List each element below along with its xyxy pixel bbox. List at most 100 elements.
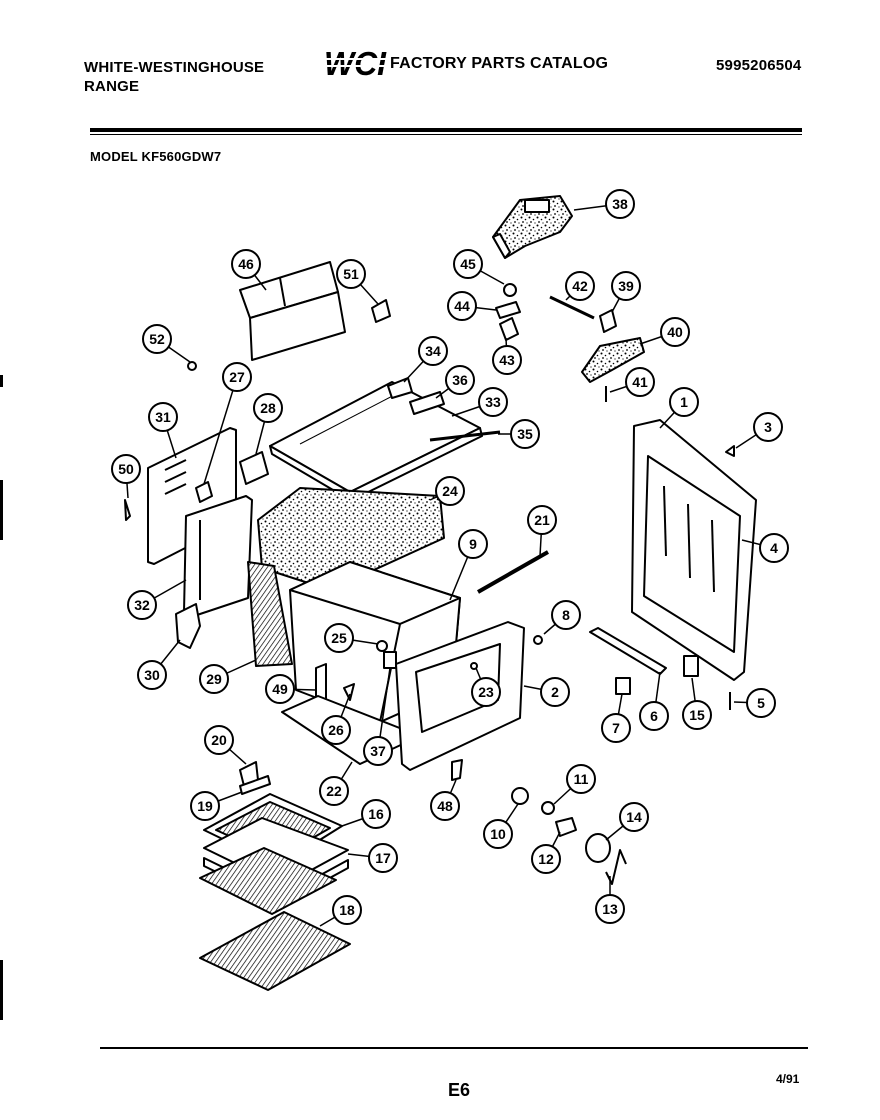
- part-38-bracket: [492, 195, 573, 259]
- callout-3: 3: [753, 412, 783, 442]
- part-30-bracket: [175, 603, 201, 649]
- part-12-valve: [555, 817, 577, 837]
- page-number: E6: [448, 1080, 471, 1100]
- scan-mark: [0, 375, 3, 387]
- callout-16: 16: [361, 799, 391, 829]
- part-51-clip: [371, 299, 391, 323]
- callout-label: 51: [343, 266, 359, 282]
- callout-33: 33: [478, 387, 508, 417]
- callout-circle: [265, 674, 295, 704]
- callout-42: 42: [565, 271, 595, 301]
- callout-label: 46: [238, 256, 254, 272]
- callout-label: 9: [469, 536, 477, 552]
- callout-18: 18: [332, 895, 362, 925]
- callout-27: 27: [222, 362, 252, 392]
- callout-51: 51: [336, 259, 366, 289]
- part-52-screw: [187, 361, 197, 371]
- callout-label: 1: [680, 394, 688, 410]
- callout-leader-27: [203, 376, 238, 485]
- callout-44: 44: [447, 291, 477, 321]
- callout-label: 39: [618, 278, 634, 294]
- callout-circle: [231, 249, 261, 279]
- callout-40: 40: [660, 317, 690, 347]
- callout-circle: [605, 189, 635, 219]
- callout-circle: [111, 454, 141, 484]
- part-13-wire: [605, 849, 627, 885]
- callout-circle: [222, 362, 252, 392]
- part-18-rack: [199, 911, 351, 991]
- part-10-knob: [511, 787, 529, 805]
- callout-35: 35: [510, 419, 540, 449]
- product-type: RANGE: [84, 78, 140, 95]
- part-36-bracket: [409, 391, 445, 415]
- part-28-bracket: [239, 451, 269, 485]
- callout-30: 30: [137, 660, 167, 690]
- callout-23: 23: [471, 677, 501, 707]
- callout-label: 40: [667, 324, 683, 340]
- part-21-rail: [477, 550, 549, 594]
- callout-label: 37: [370, 743, 386, 759]
- callout-label: 32: [134, 597, 150, 613]
- revision-date: 4/91: [776, 1072, 800, 1086]
- catalog-title: FACTORY PARTS CATALOG: [390, 55, 609, 72]
- part-3-clip: [725, 445, 735, 457]
- callout-circle: [660, 317, 690, 347]
- callout-label: 49: [272, 681, 288, 697]
- callout-circle: [199, 664, 229, 694]
- part-44-plate: [495, 301, 521, 319]
- callout-label: 26: [328, 722, 344, 738]
- callout-22: 22: [319, 776, 349, 806]
- callout-circle: [669, 387, 699, 417]
- scan-mark: [0, 480, 3, 540]
- callout-50: 50: [111, 454, 141, 484]
- callout-29: 29: [199, 664, 229, 694]
- part-43-bracket: [499, 317, 519, 341]
- callout-13: 13: [595, 894, 625, 924]
- callout-circle: [565, 271, 595, 301]
- callout-circle: [361, 799, 391, 829]
- callout-circle: [540, 677, 570, 707]
- callout-37: 37: [363, 736, 393, 766]
- callout-label: 15: [689, 707, 705, 723]
- part-6-rail: [589, 627, 667, 675]
- callout-circle: [190, 791, 220, 821]
- logo-text: WCI: [324, 46, 387, 80]
- callout-label: 35: [517, 426, 533, 442]
- callout-label: 10: [490, 826, 506, 842]
- callout-label: 17: [375, 850, 391, 866]
- callout-circle: [430, 791, 460, 821]
- callout-6: 6: [639, 701, 669, 731]
- part-23-clip: [470, 662, 478, 670]
- header-rule: [90, 128, 802, 132]
- part-37-socket: [383, 651, 397, 669]
- callout-label: 28: [260, 400, 276, 416]
- callout-circle: [336, 259, 366, 289]
- callout-circle: [332, 895, 362, 925]
- callout-label: 50: [118, 461, 134, 477]
- callout-36: 36: [445, 365, 475, 395]
- callout-4: 4: [759, 533, 789, 563]
- callout-9: 9: [458, 529, 488, 559]
- callout-24: 24: [435, 476, 465, 506]
- callout-circle: [253, 393, 283, 423]
- callout-circle: [601, 713, 631, 743]
- callout-circle: [478, 387, 508, 417]
- callout-label: 27: [229, 369, 245, 385]
- callout-circle: [142, 324, 172, 354]
- callout-circle: [753, 412, 783, 442]
- callout-circle: [527, 505, 557, 535]
- callout-20: 20: [204, 725, 234, 755]
- callout-circle: [127, 590, 157, 620]
- callout-label: 6: [650, 708, 658, 724]
- part-26-clip: [343, 683, 355, 701]
- part-25-light: [376, 640, 388, 652]
- part-42-rod: [549, 295, 595, 320]
- model-label: MODEL KF560GDW7: [90, 149, 222, 164]
- callout-circle: [566, 764, 596, 794]
- callout-label: 52: [149, 331, 165, 347]
- callout-circle: [483, 819, 513, 849]
- callout-label: 12: [538, 851, 554, 867]
- callout-49: 49: [265, 674, 295, 704]
- part-45-knob: [503, 283, 517, 297]
